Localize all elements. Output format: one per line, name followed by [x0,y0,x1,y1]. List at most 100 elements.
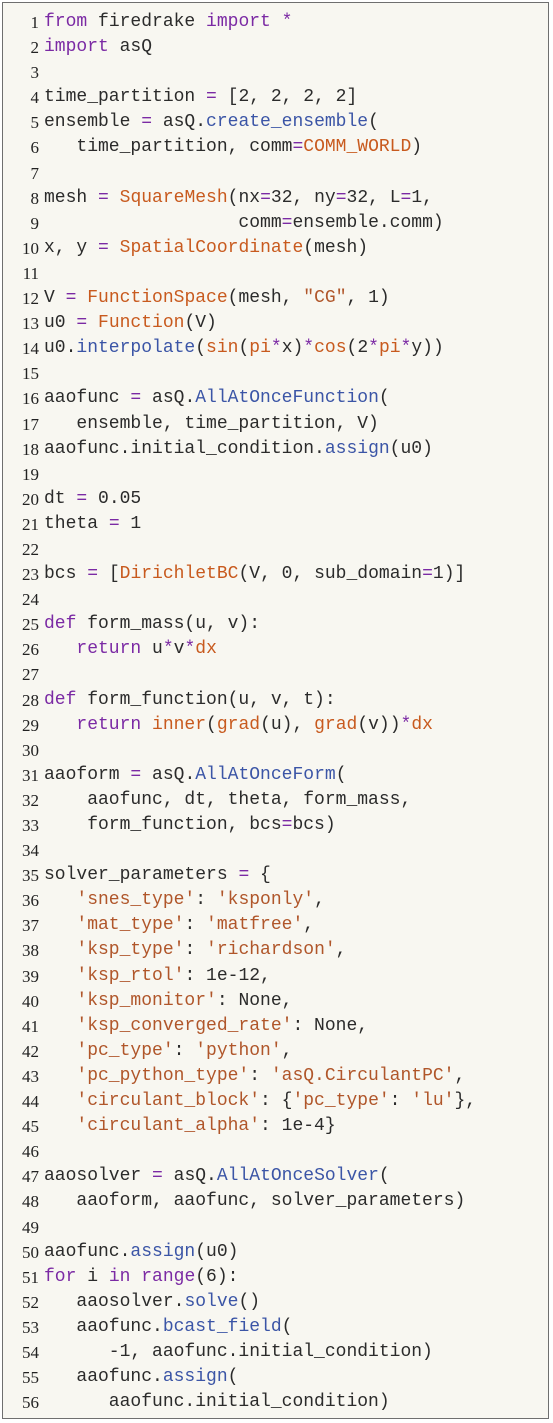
code-token: , 1) [346,288,390,309]
code-line: 49 [3,1215,476,1240]
line-number: 34 [22,841,39,861]
code-token: : [184,940,207,961]
line-number: 23 [22,565,39,585]
line-number: 10 [22,238,39,258]
code-token: 'ksponly' [216,890,315,911]
line-text: 'ksp_type': 'richardson', [44,938,346,963]
code-token: * [400,338,412,359]
code-token: = [65,288,77,309]
code-token: sin [206,338,239,359]
code-token: def [44,614,77,635]
code-token: dx [411,714,433,735]
line-text: 'ksp_monitor': None, [44,989,292,1014]
line-number: 19 [22,464,39,484]
code-line: 7 [3,161,476,186]
code-token [44,1116,76,1136]
code-token: asQ. [152,112,207,133]
code-token: 'lu' [411,1091,455,1112]
line-number: 25 [22,615,39,635]
code-line: 32 aaofunc, dt, theta, form_mass, [3,788,476,813]
code-token: ( [281,1316,293,1337]
code-token: ( [335,764,347,785]
code-token: : [195,890,217,911]
code-token: ensemble, time_partition, V) [44,413,379,434]
line-text: aaoform = asQ.AllAtOnceForm( [44,763,347,788]
code-token: * [303,338,315,359]
line-number: 45 [22,1117,39,1137]
code-token [109,238,120,258]
line-text: mesh = SquareMesh(nx=32, ny=32, L=1, [44,186,433,211]
line-text: for i in range(6): [44,1265,238,1290]
code-token: 'pc_type' [76,1040,174,1061]
line-number: 31 [22,765,39,785]
line-text: aaofunc.assign( [44,1365,238,1390]
code-token: , [335,940,347,961]
code-token [44,1041,76,1061]
code-token: ( [195,338,207,359]
code-line: 54 -1, aaofunc.initial_condition) [3,1340,476,1365]
code-token: = [76,488,88,509]
line-number: 44 [22,1092,39,1112]
line-number: 33 [22,816,39,835]
code-token: (mesh) [303,237,369,258]
line-number: 27 [22,665,39,685]
code-token: AllAtOnceForm [195,764,336,785]
code-token: ( [206,714,217,735]
code-token [87,313,98,333]
line-number: 30 [22,740,39,760]
line-number: 41 [22,1016,39,1036]
code-token: "CG" [303,288,347,309]
code-token: aaosolver [44,1166,153,1187]
code-token: x, y [44,237,99,258]
code-line: 39 'ksp_rtol': 1e-12, [3,964,476,989]
line-text: 'circulant_alpha': 1e-4} [44,1114,335,1139]
code-token: (v)) [357,714,401,735]
code-line: 53 aaofunc.bcast_field( [3,1315,476,1340]
code-token: solve [184,1291,239,1312]
code-line: 33 form_function, bcs=bcs) [3,813,476,838]
line-number: 56 [22,1393,39,1413]
code-line: 52 aaosolver.solve() [3,1290,476,1315]
line-text: theta = 1 [44,512,141,537]
line-text: dt = 0.05 [44,487,141,512]
code-token: 'asQ.CirculantPC' [270,1065,455,1086]
code-token [44,940,76,960]
code-token: 'circulant_block' [76,1091,261,1112]
code-token: asQ. [141,388,196,409]
line-number: 14 [22,339,39,359]
line-number: 37 [22,916,39,936]
line-number: 36 [22,891,39,911]
code-token [44,890,76,910]
code-line: 17 ensemble, time_partition, V) [3,412,476,437]
code-token: 'ksp_converged_rate' [76,1015,293,1036]
line-text: return inner(grad(u), grad(v))*dx [44,713,433,738]
code-token: 32, L [346,187,401,208]
code-token: (mesh, [227,288,304,309]
code-token: asQ [108,37,153,58]
code-token: x) [281,338,304,359]
code-line: 40 'ksp_monitor': None, [3,989,476,1014]
line-number: 51 [22,1267,39,1287]
code-token: form_mass(u, v): [76,614,261,635]
code-token [44,715,76,735]
code-token [44,966,76,986]
line-number: 35 [22,866,39,886]
code-token: : [184,915,207,936]
code-token: * [368,338,379,359]
line-text: ensemble = asQ.create_ensemble( [44,110,379,135]
code-token: 1)] [432,564,466,585]
line-number: 2 [30,38,40,58]
line-number: 32 [22,790,39,810]
code-line: 9 comm=ensemble.comm) [3,211,476,236]
code-token: = [238,865,250,886]
code-line: 30 [3,738,476,763]
code-token: bcs) [292,815,336,835]
code-token: * [184,639,196,660]
